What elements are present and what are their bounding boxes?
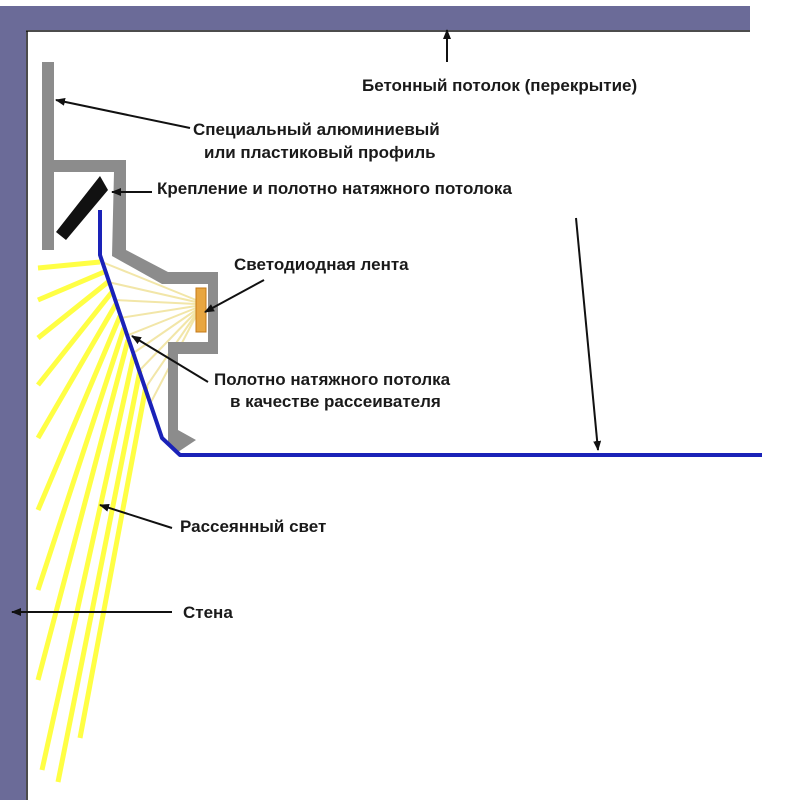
scattered-light-label: Рассеянный свет [180, 517, 326, 536]
fastening-label: Крепление и полотно натяжного потолока [157, 179, 512, 198]
diffuser-label-line1: Полотно натяжного потолка [214, 370, 451, 389]
scattered-light-beams [35, 259, 149, 783]
profile-label-line2: или пластиковый профиль [204, 143, 436, 162]
scattered-light-arrow [99, 503, 173, 529]
led-strip-arrow [204, 279, 265, 313]
profile-arrow [55, 97, 191, 129]
led-strip [195, 287, 207, 333]
led-strip-label: Светодиодная лента [234, 255, 409, 274]
profile-label-line1: Специальный алюминиевый [193, 120, 440, 139]
wall [0, 6, 26, 800]
mounting-profile [42, 62, 218, 452]
concrete-ceiling-slab [0, 6, 750, 30]
diffuser-arrow [131, 335, 209, 383]
wall-label: Стена [183, 603, 233, 622]
stretch-ceiling-membrane [98, 210, 762, 457]
diffuser-label-line2: в качестве рассеивателя [230, 392, 441, 411]
membrane-fastener [56, 176, 108, 240]
fastening-to-membrane-arrow [575, 217, 602, 451]
ceiling-label: Бетонный потолок (перекрытие) [362, 76, 637, 95]
